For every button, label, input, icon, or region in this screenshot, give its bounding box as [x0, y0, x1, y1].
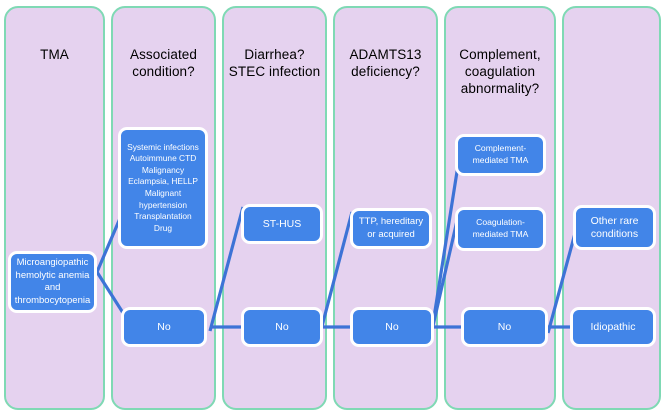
node-no-diarrhea[interactable]: No — [241, 307, 323, 347]
header-adamts13-line2: deficiency? — [351, 64, 420, 79]
condition-item-4: Malignant — [144, 188, 182, 198]
header-complement-line2: coagulation — [464, 64, 536, 79]
node-no-complement[interactable]: No — [461, 307, 548, 347]
node-no-adamts13[interactable]: No — [350, 307, 434, 347]
node-ttp[interactable]: TTP, hereditary or acquired — [350, 208, 432, 249]
header-adamts13-line1: ADAMTS13 — [349, 47, 422, 62]
node-complement-mediated-tma[interactable]: Complement-mediated TMA — [455, 134, 546, 176]
node-idiopathic[interactable]: Idiopathic — [570, 307, 656, 347]
node-tma-definition[interactable]: Microangiopathic hemolytic anemia and th… — [8, 251, 97, 313]
node-coagulation-mediated-tma[interactable]: Coagulation-mediated TMA — [455, 207, 546, 251]
node-other-rare-conditions[interactable]: Other rare conditions — [573, 205, 656, 250]
header-complement-line1: Complement, — [459, 47, 541, 62]
header-associated-condition-line2: condition? — [132, 64, 195, 79]
column-tma — [4, 6, 105, 410]
header-complement-line3: abnormality? — [460, 81, 540, 96]
condition-item-1: Autoimmune CTD — [129, 153, 197, 164]
header-tma: TMA — [40, 47, 69, 62]
node-st-hus[interactable]: ST-HUS — [241, 204, 323, 244]
header-associated-condition-line1: Associated — [129, 47, 198, 62]
condition-item-5: hypertension — [139, 199, 187, 210]
condition-item-0: Systemic infections — [127, 141, 199, 152]
condition-item-7: Drug — [153, 222, 173, 233]
condition-item-3: Eclampsia, HELLP — [128, 176, 198, 187]
condition-item-6: Transplantation — [134, 211, 192, 222]
header-diarrhea-line2: STEC infection — [228, 64, 321, 79]
node-no-associated-condition[interactable]: No — [121, 307, 207, 347]
condition-item-2: Malignancy — [141, 164, 185, 175]
header-diarrhea-line1: Diarrhea? — [244, 47, 305, 62]
node-associated-conditions-list[interactable]: Systemic infections Autoimmune CTD Malig… — [118, 127, 208, 249]
